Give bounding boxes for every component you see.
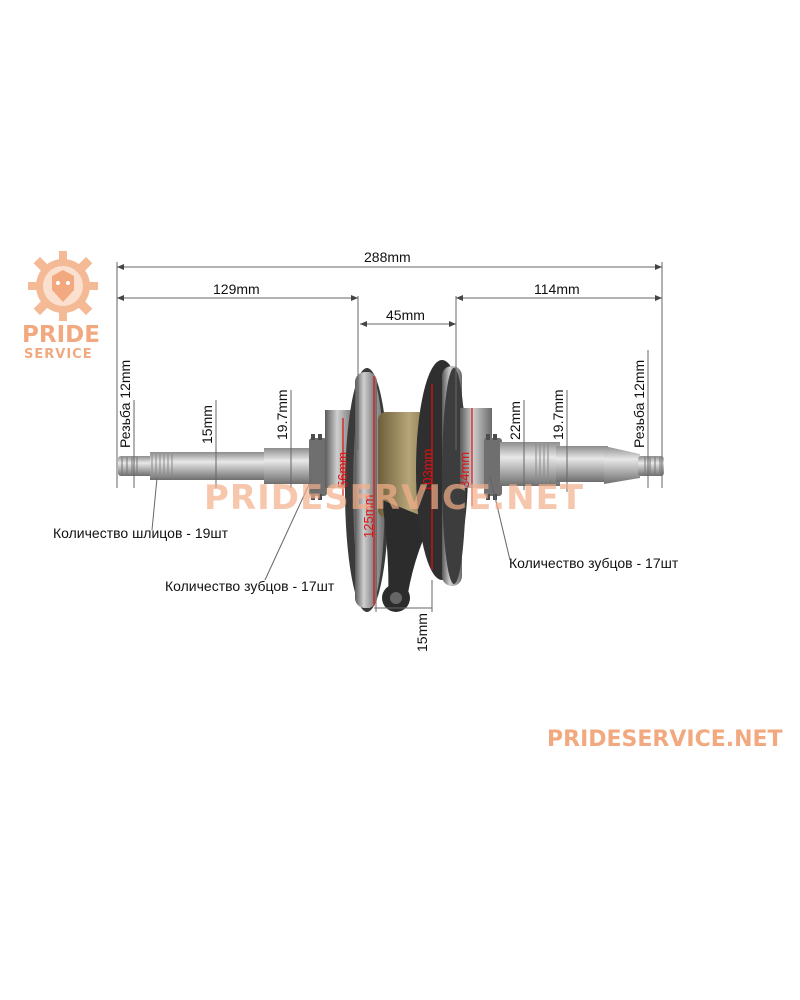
left-sprocket [309,434,327,500]
dimension-lines [116,262,663,612]
watermark-middle: PRIDESERVICE.NET [204,478,585,518]
web-width-label: 45mm [386,307,425,323]
brand-logo: PRIDE SERVICE [18,246,108,364]
right-thread-label: Резьба 12mm [631,359,647,448]
logo-text-service: SERVICE [24,347,93,362]
teeth-left-note: Количество зубцов - 17шт [165,578,335,594]
right-length-label: 114mm [534,281,580,297]
connecting-rod [382,500,432,612]
total-length-label: 288mm [364,249,411,265]
gear-lion-icon [28,251,98,321]
left-length-label: 129mm [213,281,260,297]
right-shaft [500,442,664,486]
left-shaft-dia-label: 15mm [199,405,215,444]
splines-note: Количество шлицов - 19шт [53,525,229,541]
right-gear-dia-label: 19.7mm [550,389,566,440]
right-shaft-dia-label: 22mm [507,401,523,440]
rod-dia-label: 15mm [414,613,430,652]
red-dimension-lines [342,376,473,606]
left-thread-label: Резьба 12mm [117,359,133,448]
teeth-right-note: Количество зубцов - 17шт [509,555,679,571]
left-gear-dia-label: 19.7mm [274,389,290,440]
logo-text-pride: PRIDE [22,322,100,348]
left-shaft [118,448,314,484]
watermark-bottom: PRIDESERVICE.NET [547,727,783,752]
dimension-arrows [117,264,662,327]
